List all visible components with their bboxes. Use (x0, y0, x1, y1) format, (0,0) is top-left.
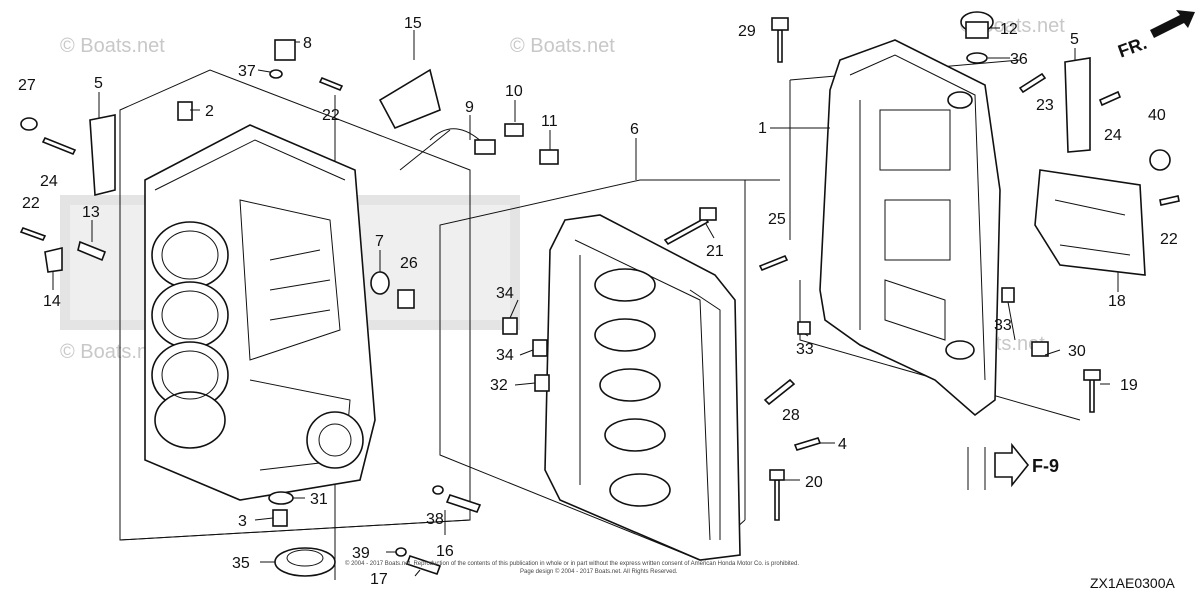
callout-5b: 5 (1070, 31, 1079, 48)
callout-24b: 24 (1104, 127, 1122, 144)
callout-19: 19 (1120, 377, 1138, 394)
callout-34a: 34 (496, 285, 514, 302)
callout-10: 10 (505, 83, 523, 100)
watermark-4: © Boats.net (60, 341, 165, 363)
callout-37: 37 (238, 63, 256, 80)
callout-6: 6 (630, 121, 639, 138)
callout-7: 7 (375, 233, 384, 250)
leader-lines (52, 27, 1119, 577)
callout-21: 21 (706, 243, 724, 260)
callout-4: 4 (838, 436, 847, 453)
callout-14: 14 (43, 293, 61, 310)
copyright-line-2: Page design © 2004 - 2017 Boats.net. All… (520, 568, 678, 575)
callout-38: 38 (426, 511, 444, 528)
callout-29: 29 (738, 23, 756, 40)
callout-20: 20 (805, 474, 823, 491)
callout-33a: 33 (796, 341, 814, 358)
callout-39: 39 (352, 545, 370, 562)
callout-2: 2 (205, 103, 214, 120)
watermark-2: © Boats.net (510, 35, 615, 57)
crankcase-cover (819, 39, 1001, 417)
callout-3: 3 (238, 513, 247, 530)
callout-34b: 34 (496, 347, 514, 364)
callout-33b: 33 (994, 317, 1012, 334)
reference-label: F-9 (1032, 456, 1059, 476)
diagram-code: ZX1AE0300A (1090, 575, 1175, 591)
callout-24a: 24 (40, 173, 58, 190)
callout-26: 26 (400, 255, 418, 272)
callout-31: 31 (310, 491, 328, 508)
callout-32: 32 (490, 377, 508, 394)
callout-22c: 22 (1160, 231, 1178, 248)
callout-16: 16 (436, 543, 454, 560)
small-parts (19, 10, 1195, 577)
callout-28: 28 (782, 407, 800, 424)
callout-11: 11 (541, 113, 558, 130)
watermark-1: © Boats.net (60, 35, 165, 57)
callout-35: 35 (232, 555, 250, 572)
callout-36: 36 (1010, 51, 1028, 68)
callout-25: 25 (768, 211, 786, 228)
callout-15: 15 (404, 15, 422, 32)
callout-labels: 1 2 3 4 5 5 6 7 8 9 10 11 12 13 14 15 16… (18, 15, 1178, 588)
front-arrow-icon (1150, 10, 1195, 38)
callout-27: 27 (18, 77, 36, 94)
cylinder-block (144, 124, 376, 501)
callout-9: 9 (465, 99, 474, 116)
callout-22a: 22 (22, 195, 40, 212)
callout-22b: 22 (322, 107, 340, 124)
callout-5a: 5 (94, 75, 103, 92)
callout-17: 17 (370, 571, 388, 588)
callout-30: 30 (1068, 343, 1086, 360)
crankcase-block (544, 214, 741, 561)
callout-23: 23 (1036, 97, 1054, 114)
copyright-line-1: © 2004 - 2017 Boats.net. Reproduction of… (345, 560, 799, 567)
front-direction-label: FR. (1115, 33, 1149, 62)
callout-12: 12 (1000, 21, 1018, 38)
callout-13: 13 (82, 204, 100, 221)
callout-40: 40 (1148, 107, 1166, 124)
callout-18: 18 (1108, 293, 1126, 310)
callout-8: 8 (303, 35, 312, 52)
callout-1: 1 (758, 120, 767, 137)
